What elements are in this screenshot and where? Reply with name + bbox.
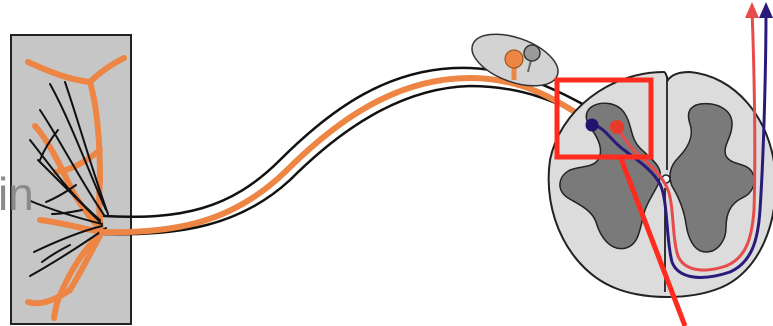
red-arrowhead-icon	[745, 2, 759, 18]
blue-synapse	[586, 119, 599, 132]
black-axon-lower	[104, 86, 588, 234]
red-synapse	[610, 120, 624, 134]
blue-arrowhead-icon	[759, 2, 773, 18]
orange-neuron-soma	[505, 50, 523, 68]
axon-fibers	[102, 68, 590, 234]
grey-neuron-soma	[524, 45, 540, 61]
orange-axon	[102, 78, 590, 232]
partial-label-in: in	[0, 168, 34, 220]
